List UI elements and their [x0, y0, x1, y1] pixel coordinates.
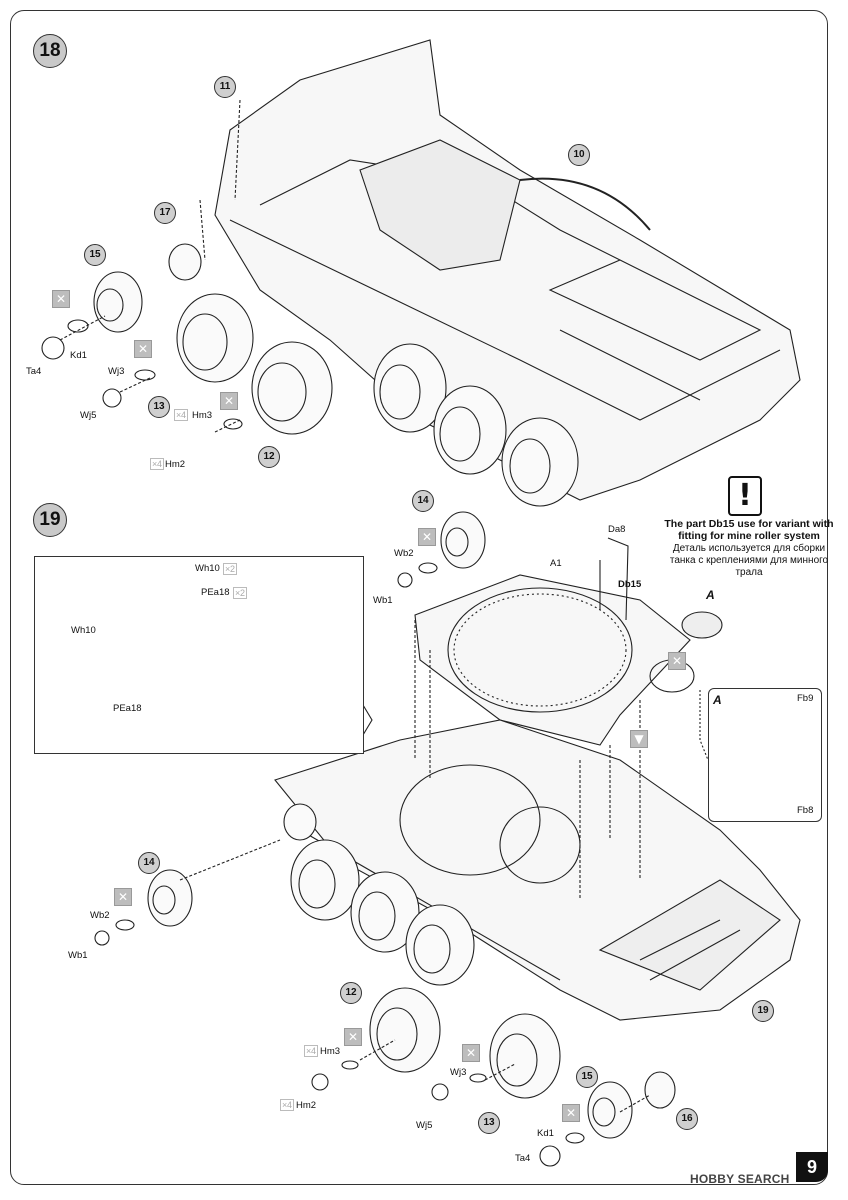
- label-da8: Da8: [608, 524, 626, 535]
- detail-inset: Wh10 ×2 PEa18 ×2 Wh10 PEa18: [34, 556, 364, 754]
- qty-hm2-lower: ×4: [280, 1099, 294, 1111]
- label-wj5: Wj5: [80, 410, 97, 421]
- label-wj5-lower: Wj5: [416, 1120, 433, 1131]
- part-14-callout: 14: [412, 490, 434, 512]
- watermark: HOBBY SEARCH: [690, 1172, 790, 1186]
- label-wh10-left: Wh10: [71, 625, 96, 636]
- detail-a-box: A Fb9 Fb8: [708, 688, 822, 822]
- part-15-callout-lower: 15: [576, 1066, 598, 1088]
- label-wj3: Wj3: [108, 366, 125, 377]
- label-wj3-lower: Wj3: [450, 1067, 467, 1078]
- sprue-cut-icon: ✕: [562, 1104, 580, 1122]
- part-11-callout: 11: [214, 76, 236, 98]
- sprue-cut-icon: ✕: [462, 1044, 480, 1062]
- part-16-callout: 16: [676, 1108, 698, 1130]
- qty-pea18: ×2: [233, 587, 247, 599]
- down-arrow-icon: ▼: [630, 730, 648, 748]
- part-19-callout: 19: [752, 1000, 774, 1022]
- qty-hm3-lower: ×4: [304, 1045, 318, 1057]
- label-wh10-top: Wh10: [195, 563, 220, 574]
- part-13-callout-lower: 13: [478, 1112, 500, 1134]
- label-db15: Db15: [618, 579, 642, 590]
- label-ta4: Ta4: [26, 366, 42, 377]
- part-15-callout: 15: [84, 244, 106, 266]
- label-wb1-upper: Wb1: [373, 595, 393, 606]
- label-wb2-lower: Wb2: [90, 910, 110, 921]
- exclamation-icon: !: [728, 476, 762, 516]
- page-frame: [10, 10, 828, 1185]
- sprue-cut-icon: ✕: [114, 888, 132, 906]
- part-14-callout-lower: 14: [138, 852, 160, 874]
- note-english: The part Db15 use for variant with fitti…: [664, 518, 834, 542]
- label-hm3-lower: Hm3: [320, 1046, 341, 1057]
- label-hm2-lower: Hm2: [296, 1100, 317, 1111]
- label-fb9: Fb9: [797, 693, 814, 704]
- label-ta4-lower: Ta4: [515, 1153, 531, 1164]
- sprue-cut-icon: ✕: [668, 652, 686, 670]
- label-kd1: Kd1: [70, 350, 87, 361]
- sprue-cut-icon: ✕: [220, 392, 238, 410]
- detail-a-letter: A: [713, 693, 722, 707]
- part-12-callout-lower: 12: [340, 982, 362, 1004]
- label-kd1-lower: Kd1: [537, 1128, 554, 1139]
- variant-note: The part Db15 use for variant with fitti…: [664, 518, 834, 579]
- step-18-badge: 18: [33, 34, 67, 68]
- qty-wh10: ×2: [223, 563, 237, 575]
- qty-hm3: ×4: [174, 409, 188, 421]
- label-fb8: Fb8: [797, 805, 814, 816]
- label-hm3: Hm3: [192, 410, 213, 421]
- note-russian: Деталь используется для сборки танка с к…: [669, 543, 829, 578]
- label-pea18-top: PEa18: [201, 587, 230, 598]
- label-wb2-upper: Wb2: [394, 548, 414, 559]
- part-12-callout: 12: [258, 446, 280, 468]
- label-wb1-lower: Wb1: [68, 950, 88, 961]
- step-19-badge: 19: [33, 503, 67, 537]
- option-a-marker: A: [706, 588, 715, 602]
- page-number: 9: [796, 1152, 828, 1182]
- part-17-callout: 17: [154, 202, 176, 224]
- sprue-cut-icon: ✕: [344, 1028, 362, 1046]
- part-10-callout: 10: [568, 144, 590, 166]
- qty-hm2: ×4: [150, 458, 164, 470]
- sprue-cut-icon: ✕: [418, 528, 436, 546]
- sprue-cut-icon: ✕: [52, 290, 70, 308]
- part-13-callout: 13: [148, 396, 170, 418]
- sprue-cut-icon: ✕: [134, 340, 152, 358]
- label-hm2: Hm2: [165, 459, 186, 470]
- label-a1: A1: [550, 558, 562, 569]
- label-pea18-bottom: PEa18: [113, 703, 142, 714]
